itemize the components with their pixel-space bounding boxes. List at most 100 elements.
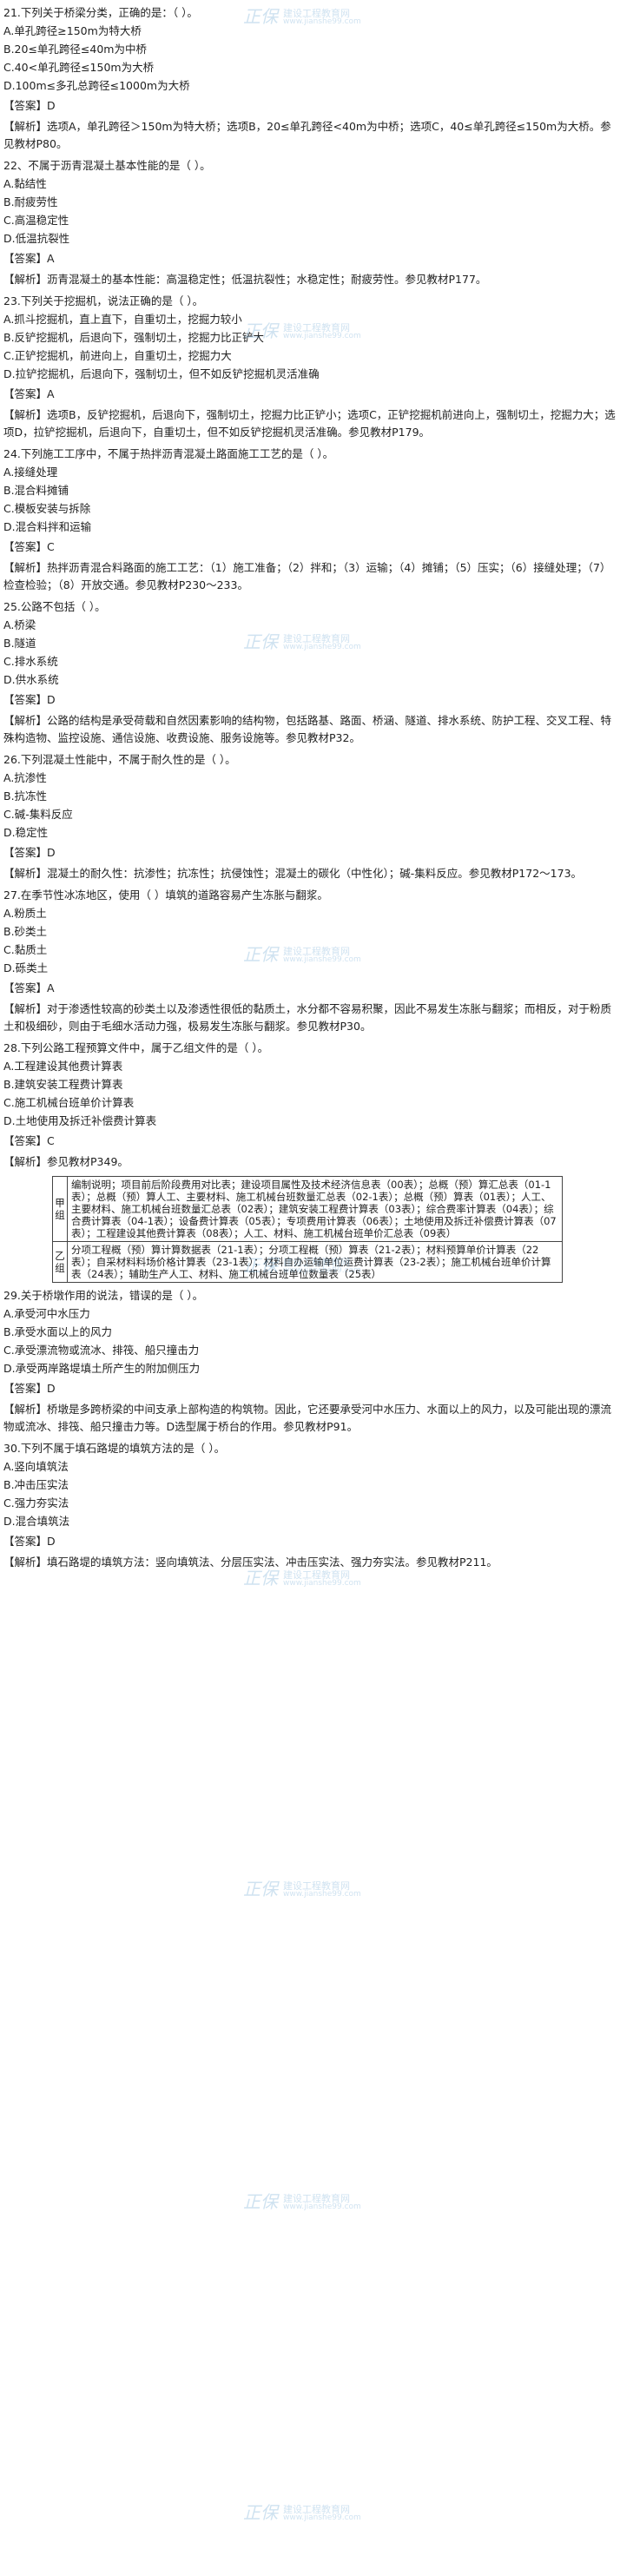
answer-option: D.混合料拌和运输 [3,520,92,533]
answer-key: 【答案】D [3,99,56,112]
question-block: 28.下列公路工程预算文件中，属于乙组文件的是（ ）。 A.工程建设其他费计算表 B… [3,1040,617,1283]
watermark-site-name: 建设工程教育网 [283,1880,350,1892]
answer-option: D.承受两岸路堤填土所产生的附加侧压力 [3,1362,201,1375]
answer-option: D.砾类土 [3,961,49,974]
answer-option: B.冲击压实法 [3,1478,69,1491]
answer-key: 【答案】C [3,1134,55,1147]
answer-option: B.抗冻性 [3,789,48,803]
answer-key: 【答案】D [3,1535,56,1548]
budget-group-label: 甲组 [52,1176,68,1242]
question-stem: 26.下列混凝土性能中，不属于耐久性的是（ ）。 [3,753,236,766]
answer-option: C.承受漂流物或流冰、排筏、船只撞击力 [3,1344,200,1357]
budget-table-row: 甲组编制说明；项目前后阶段费用对比表；建设项目属性及技术经济信息表（00表）；总… [52,1176,563,1242]
answer-option: D.拉铲挖掘机，后退向下，强制切土，但不如反铲挖掘机灵活准确 [3,367,320,380]
explanation-text: 【解析】公路的结构是承受荷载和自然因素影响的结构物，包括路基、路面、桥涵、隧道、… [3,714,612,744]
watermark-site-url: www.jianshe99.com [283,1890,361,1899]
answer-key: 【答案】C [3,540,55,553]
question-block: 23.下列关于挖掘机，说法正确的是（ ）。 A.抓斗挖掘机，直上直下，自重切土，挖… [3,294,617,441]
question-block: 30.下列不属于填石路堤的填筑方法的是（ ）。 A.竖向填筑法 B.冲击压实法 C.强… [3,1441,617,1571]
answer-option: B.承受水面以上的风力 [3,1325,113,1338]
answer-option: A.工程建设其他费计算表 [3,1060,123,1073]
question-stem: 28.下列公路工程预算文件中，属于乙组文件的是（ ）。 [3,1041,269,1054]
question-block: 22、不属于沥青混凝土基本性能的是（ ）。 A.黏结性 B.耐疲劳性 C.高温稳定性 D… [3,158,617,288]
question-block: 26.下列混凝土性能中，不属于耐久性的是（ ）。 A.抗渗性 B.抗冻性 C.碱-集料… [3,752,617,882]
question-stem: 27.在季节性冰冻地区，使用（ ）填筑的道路容易产生冻胀与翻浆。 [3,888,328,902]
watermark-logo-mark: 正保 [243,2502,278,2523]
watermark-logo-mark: 正保 [243,2191,278,2212]
answer-option: A.单孔跨径≥150m为特大桥 [3,24,142,37]
answer-option: C.模板安装与拆除 [3,502,91,515]
answer-option: B.反铲挖掘机，后退向下，强制切土，挖掘力比正铲大 [3,331,265,344]
budget-group-content: 分项工程概（预）算计算数据表（21-1表）；分项工程概（预）算表（21-2表）；… [67,1241,563,1283]
answer-key: 【答案】A [3,252,55,265]
explanation-text: 【解析】混凝土的耐久性：抗渗性；抗冻性；抗侵蚀性；混凝土的碳化（中性化）；碱-集… [3,867,583,880]
answer-option: C.40<单孔跨径≤150m为大桥 [3,61,155,74]
answer-option: D.低温抗裂性 [3,232,70,245]
answer-option: D.稳定性 [3,826,49,839]
answer-key: 【答案】A [3,981,55,994]
answer-option: B.隧道 [3,637,36,650]
answer-option: A.承受河中水压力 [3,1307,90,1320]
question-stem: 29.关于桥墩作用的说法，错误的是（ ）。 [3,1289,204,1302]
explanation-text: 【解析】沥青混凝土的基本性能：高温稳定性；低温抗裂性；水稳定性；耐疲劳性。参见教… [3,273,487,286]
explanation-text: 【解析】热拌沥青混合料路面的施工工艺：（1）施工准备；（2）拌和；（3）运输；（… [3,561,611,591]
budget-group-content: 编制说明；项目前后阶段费用对比表；建设项目属性及技术经济信息表（00表）；总概（… [67,1176,563,1242]
answer-option: B.耐疲劳性 [3,195,58,208]
budget-table-row: 乙组分项工程概（预）算计算数据表（21-1表）；分项工程概（预）算表（21-2表… [52,1241,563,1283]
question-block: 24.下列施工工序中，不属于热拌沥青混凝土路面施工工艺的是（ ）。 A.接缝处理 B… [3,446,617,594]
answer-key: 【答案】D [3,1382,56,1395]
answer-option: D.土地使用及拆迁补偿费计算表 [3,1114,157,1127]
explanation-text: 【解析】选项B，反铲挖掘机，后退向下，强制切土，挖掘力比正铲小；选项C，正铲挖掘… [3,408,616,439]
answer-option: C.强力夯实法 [3,1496,69,1509]
answer-option: C.碱-集料反应 [3,808,73,821]
answer-option: C.黏质土 [3,943,48,956]
explanation-text: 【解析】参见教材P349。 [3,1155,129,1168]
budget-group-label: 乙组 [52,1241,68,1283]
explanation-text: 【解析】填石路堤的填筑方法：竖向填筑法、分层压实法、冲击压实法、强力夯实法。参见… [3,1556,498,1569]
answer-key: 【答案】A [3,387,55,400]
answer-option: A.粉质土 [3,907,47,920]
question-stem: 30.下列不属于填石路堤的填筑方法的是（ ）。 [3,1442,226,1455]
question-block: 25.公路不包括（ ）。 A.桥梁 B.隧道 C.排水系统 D.供水系统【答案】D 【解析… [3,599,617,747]
explanation-text: 【解析】对于渗透性较高的砂类土以及渗透性很低的黏质土，水分都不容易积聚，因此不易… [3,1002,612,1033]
document-body: 21.下列关于桥梁分类，正确的是：（ ）。 A.单孔跨径≥150m为特大桥 B.20… [3,0,617,1571]
question-block: 27.在季节性冰冻地区，使用（ ）填筑的道路容易产生冻胀与翻浆。 A.粉质土 B.砂… [3,888,617,1035]
answer-option: A.黏结性 [3,177,47,190]
answer-option: B.建筑安装工程费计算表 [3,1078,123,1091]
answer-option: A.桥梁 [3,618,36,631]
question-block: 21.下列关于桥梁分类，正确的是：（ ）。 A.单孔跨径≥150m为特大桥 B.20… [3,5,617,153]
answer-key: 【答案】D [3,846,56,859]
answer-key: 【答案】D [3,693,56,706]
answer-option: C.高温稳定性 [3,214,69,227]
watermark-site-name: 建设工程教育网 [283,2193,350,2204]
answer-option: A.抗渗性 [3,771,47,784]
explanation-text: 【解析】桥墩是多跨桥梁的中间支承上部构造的构筑物。因此，它还要承受河中水压力、水… [3,1403,612,1433]
watermark-site-name: 建设工程教育网 [283,2504,350,2515]
answer-option: A.竖向填筑法 [3,1460,69,1473]
answer-option: A.接缝处理 [3,466,58,479]
budget-file-table: 甲组编制说明；项目前后阶段费用对比表；建设项目属性及技术经济信息表（00表）；总… [52,1176,563,1283]
watermark-logo-mark: 正保 [243,1879,278,1899]
explanation-text: 【解析】选项A，单孔跨径＞150m为特大桥；选项B，20≤单孔跨径<40m为中桥… [3,120,611,150]
answer-option: D.100m≤多孔总跨径≤1000m为大桥 [3,79,190,92]
answer-option: D.混合填筑法 [3,1515,70,1528]
watermark-site-url: www.jianshe99.com [283,2513,361,2522]
question-block: 29.关于桥墩作用的说法，错误的是（ ）。 A.承受河中水压力 B.承受水面以上的风… [3,1288,617,1436]
question-stem: 21.下列关于桥梁分类，正确的是：（ ）。 [3,6,198,19]
answer-option: C.施工机械台班单价计算表 [3,1096,135,1109]
question-stem: 22、不属于沥青混凝土基本性能的是（ ）。 [3,159,211,172]
answer-option: B.砂类土 [3,925,48,938]
question-stem: 25.公路不包括（ ）。 [3,600,106,613]
answer-option: D.供水系统 [3,673,59,686]
answer-option: B.20≤单孔跨径≤40m为中桥 [3,43,147,56]
answer-option: A.抓斗挖掘机，直上直下，自重切土，挖掘力较小 [3,313,242,326]
answer-option: C.排水系统 [3,655,58,668]
question-stem: 24.下列施工工序中，不属于热拌沥青混凝土路面施工工艺的是（ ）。 [3,447,334,460]
watermark-site-url: www.jianshe99.com [283,2203,361,2211]
answer-option: C.正铲挖掘机，前进向上，自重切土，挖掘力大 [3,349,232,362]
answer-option: B.混合料摊铺 [3,484,69,497]
question-stem: 23.下列关于挖掘机，说法正确的是（ ）。 [3,294,204,307]
